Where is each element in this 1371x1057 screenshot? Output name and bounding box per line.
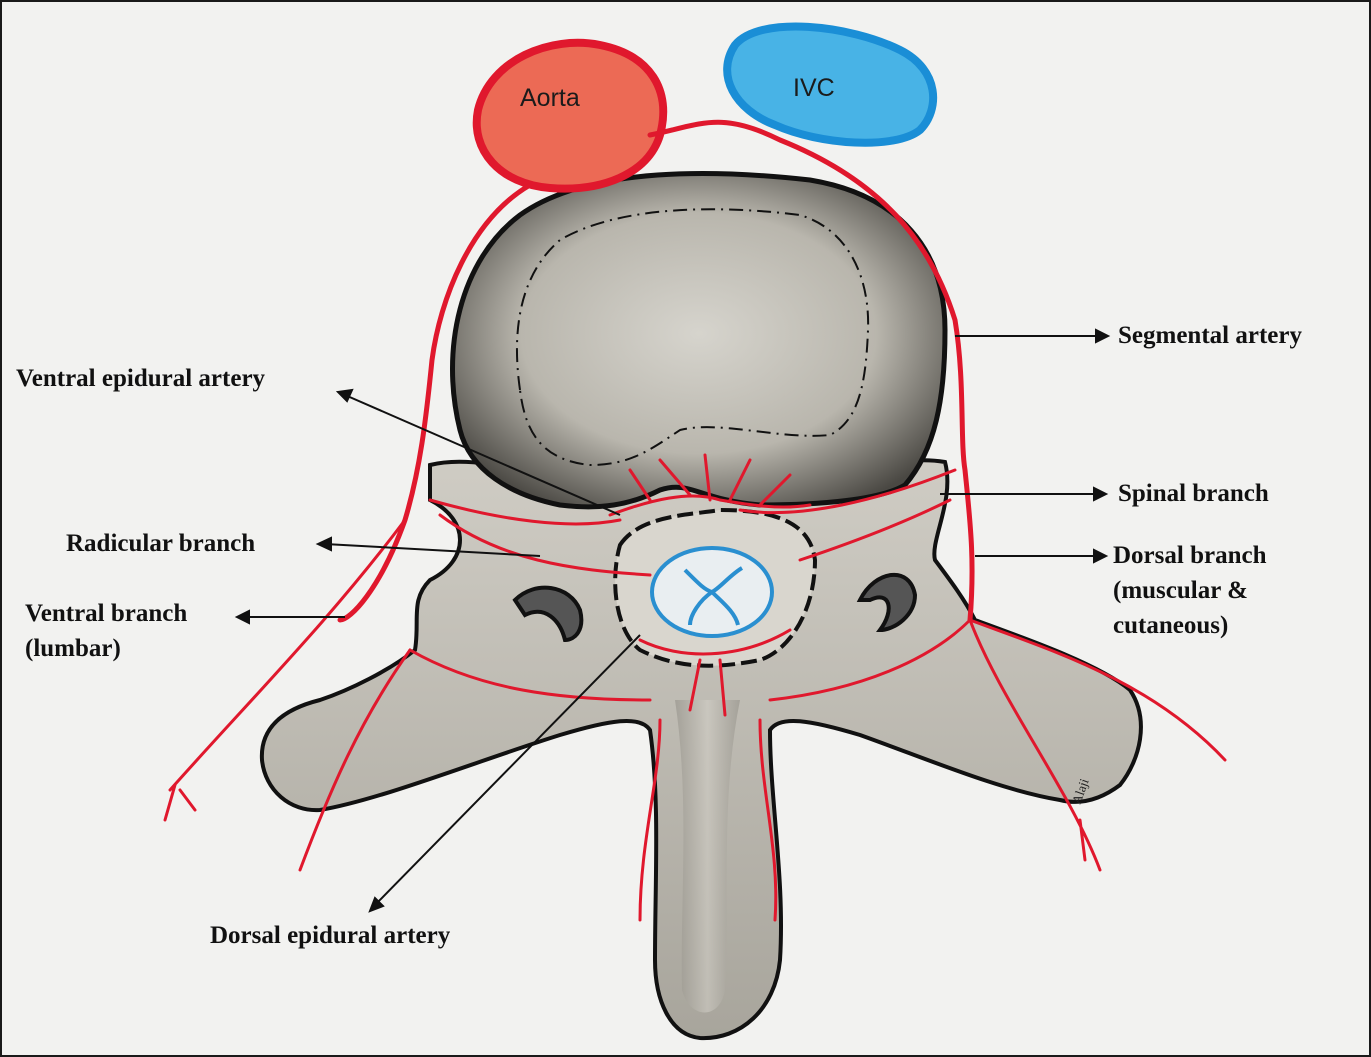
dorsal-epidural-branches bbox=[638, 628, 792, 717]
arrowhead-ventral-branch bbox=[234, 609, 250, 625]
spinal-branch-left bbox=[428, 498, 622, 526]
label-ventral-branch-line1: Ventral branch bbox=[25, 600, 188, 627]
arrowhead-radicular bbox=[315, 536, 332, 552]
grey-matter bbox=[683, 566, 744, 626]
label-dorsal-epidural-artery: Dorsal epidural artery bbox=[210, 922, 451, 949]
ventral-branch-lumbar bbox=[163, 518, 407, 822]
label-dorsal-branch-line2: (muscular & bbox=[1113, 577, 1248, 604]
leader-dorsal-epidural bbox=[374, 634, 641, 906]
ivc-label: IVC bbox=[793, 74, 835, 102]
arrowhead-dorsal-epidural bbox=[368, 896, 385, 913]
label-ventral-epidural-artery: Ventral epidural artery bbox=[16, 365, 266, 392]
label-segmental-artery: Segmental artery bbox=[1118, 322, 1302, 349]
arrowhead-dorsal-branch bbox=[1093, 548, 1109, 564]
left-foramen bbox=[512, 585, 584, 643]
spinous-branches bbox=[638, 718, 778, 922]
radicular-branch bbox=[438, 498, 952, 577]
label-radicular-branch: Radicular branch bbox=[66, 530, 256, 557]
dorsal-branch-right bbox=[968, 618, 1227, 762]
spinal-branch-right bbox=[738, 468, 957, 515]
arrowhead-ventral-epidural bbox=[335, 388, 354, 403]
vertebral-body bbox=[450, 171, 948, 510]
label-dorsal-branch-line3: cutaneous) bbox=[1113, 612, 1229, 639]
ivc bbox=[723, 22, 937, 147]
label-spinal-branch: Spinal branch bbox=[1118, 480, 1269, 507]
label-dorsal-branch-line1: Dorsal branch bbox=[1113, 542, 1267, 569]
arrowhead-segmental bbox=[1095, 328, 1111, 344]
label-ventral-branch-line2: (lumbar) bbox=[25, 635, 121, 662]
segmental-artery-right bbox=[647, 119, 975, 623]
right-foramen bbox=[856, 573, 918, 633]
aorta-label: Aorta bbox=[520, 84, 580, 112]
segmental-artery-left bbox=[337, 182, 533, 623]
arrowhead-spinal bbox=[1093, 486, 1109, 502]
ventral-branch-lower bbox=[298, 648, 412, 872]
spinous-process bbox=[675, 700, 740, 1013]
dorsal-branch-right-lower bbox=[968, 618, 1102, 872]
aorta bbox=[472, 38, 668, 193]
body-inner-outline bbox=[515, 208, 870, 467]
leader-ventral-epidural bbox=[344, 394, 621, 516]
leader-radicular bbox=[324, 543, 541, 557]
ventral-epidural-branches bbox=[608, 453, 812, 517]
lamina-branches bbox=[408, 618, 972, 702]
